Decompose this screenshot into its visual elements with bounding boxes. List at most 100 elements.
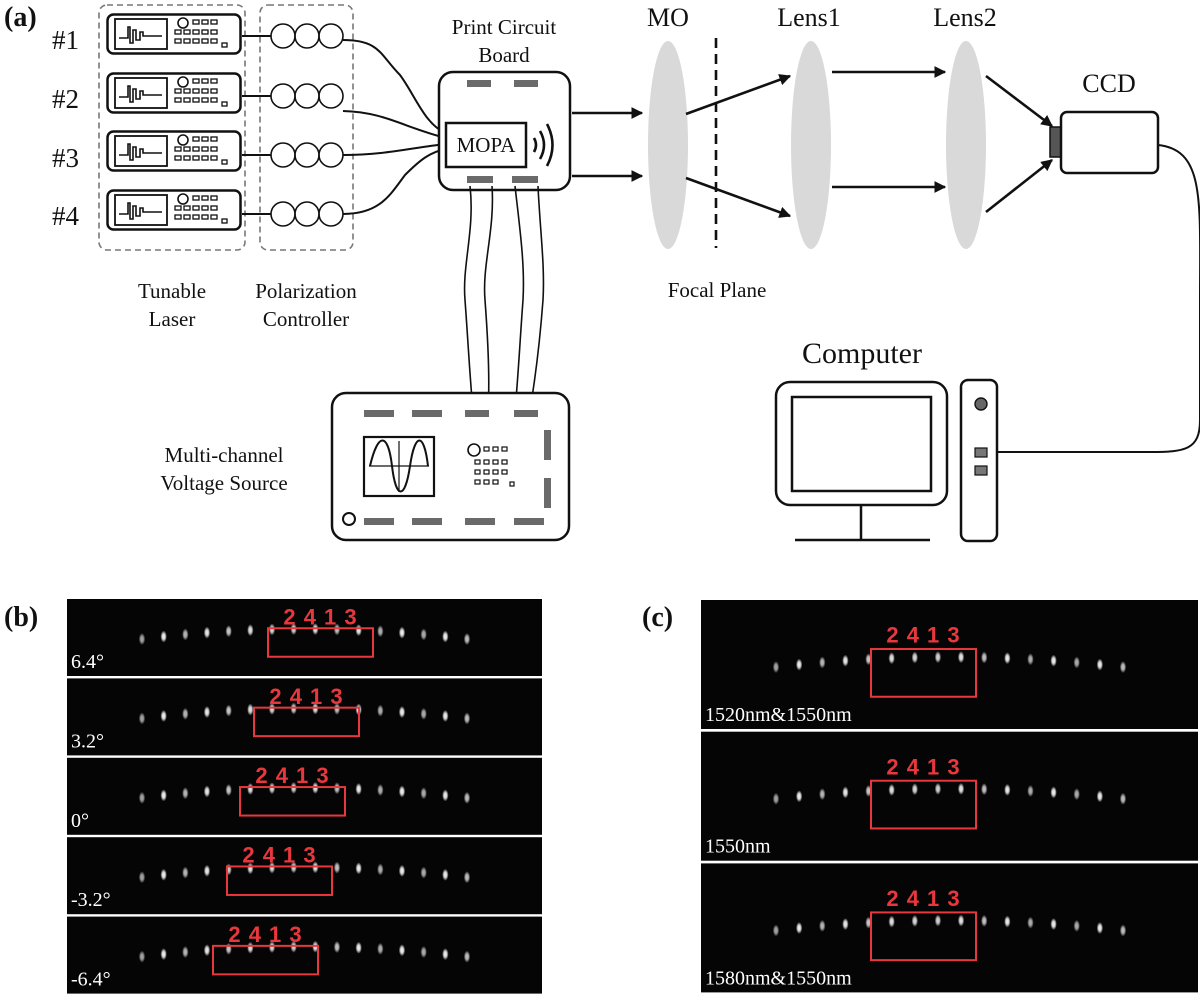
diffraction-spot [1096, 921, 1104, 934]
diffraction-spot [957, 914, 965, 927]
diffraction-spot [398, 944, 406, 957]
strip-background [67, 678, 542, 756]
diffraction-spot [1004, 915, 1011, 928]
strip-label: 3.2° [71, 730, 104, 752]
sequence-label: 2 4 1 3 [886, 886, 960, 911]
diffraction-spot [247, 782, 254, 795]
voltage-source-pads [364, 410, 551, 525]
diffraction-spot [247, 624, 254, 637]
diffraction-spot [182, 946, 189, 959]
diffraction-spot [1004, 652, 1011, 665]
diffraction-spot [981, 914, 988, 927]
strip-b0: 2 4 1 36.4° [67, 599, 542, 676]
strip-label: 0° [71, 810, 89, 832]
diffraction-spot [333, 861, 341, 874]
diffraction-spot [333, 702, 341, 715]
diffraction-spot [1073, 788, 1080, 801]
diffraction-spot [442, 948, 449, 961]
diffraction-spot [203, 785, 211, 798]
diffraction-spot [247, 941, 254, 954]
diffraction-spot [138, 633, 146, 646]
ccd-cable [983, 144, 1200, 453]
strip-c2: 2 4 1 3 1580nm&1550nm [701, 863, 1198, 993]
polarization-coils-icon [270, 23, 344, 227]
diffraction-spot [795, 921, 803, 934]
microscope-objective-lens [648, 41, 688, 249]
tower-power-button-icon [974, 397, 988, 411]
diffraction-spot [377, 625, 384, 638]
diffraction-spot [463, 950, 471, 963]
highlight-box [870, 911, 977, 962]
diffraction-spot [420, 946, 427, 959]
diffraction-spot [420, 707, 427, 720]
tunable-laser-label-line1: Tunable [138, 279, 206, 303]
diffraction-spot [463, 791, 471, 804]
diffraction-spot [957, 651, 965, 664]
highlight-box [870, 779, 977, 830]
panel-a-tag: (a) [4, 2, 37, 33]
focal-plane-label: Focal Plane [668, 278, 767, 302]
diffraction-spot [398, 706, 406, 719]
strip-label: 1580nm&1550nm [705, 967, 852, 989]
strip-label: 1550nm [705, 836, 771, 858]
diffraction-spot [1027, 784, 1034, 797]
channel-label-3: #3 [52, 143, 79, 173]
diffraction-spot [160, 948, 167, 961]
diffraction-spot [333, 782, 341, 795]
strip-background [67, 757, 542, 835]
diffraction-spot [160, 709, 167, 722]
diffraction-spot [138, 871, 146, 884]
diffraction-spot [819, 788, 826, 801]
diffraction-spot [268, 941, 276, 954]
diffraction-spot [442, 789, 449, 802]
diffraction-spot [138, 791, 146, 804]
diffraction-spot [934, 651, 942, 664]
diffraction-spot [981, 651, 988, 664]
diffraction-spot [160, 789, 167, 802]
strip-background [701, 863, 1198, 993]
diffraction-spot [1050, 918, 1057, 931]
lens1-label: Lens1 [777, 3, 841, 32]
diffraction-spot [888, 915, 895, 928]
highlight-box [253, 706, 360, 738]
diffraction-spot [355, 782, 362, 795]
diffraction-spot [842, 654, 849, 667]
diffraction-spot [138, 950, 146, 963]
power-led-icon [342, 512, 356, 526]
diffraction-spot [911, 783, 918, 796]
tunable-laser-group [98, 4, 246, 251]
diffraction-spot [398, 626, 406, 639]
diffraction-spot [268, 623, 276, 636]
diffraction-spot [225, 704, 232, 717]
polarization-label-line2: Controller [263, 307, 349, 331]
diffraction-spot [819, 919, 826, 932]
sine-wave-icon [369, 439, 429, 493]
pcb-pad [467, 176, 493, 183]
diffraction-spot [203, 944, 211, 957]
mo-label: MO [647, 3, 689, 32]
diffraction-spot [398, 864, 406, 877]
diffraction-spot [1050, 786, 1057, 799]
diffraction-spot [182, 707, 189, 720]
diffraction-spot [398, 785, 406, 798]
diffraction-spot [377, 863, 384, 876]
highlight-box [267, 627, 374, 658]
strip-b1: 2 4 1 33.2° [67, 678, 542, 756]
pcb-label-line1: Print Circuit [452, 15, 557, 39]
sequence-label: 2 4 1 3 [886, 623, 960, 648]
tunable-laser-3-icon [106, 130, 242, 172]
voltage-source [330, 391, 571, 542]
lens2 [946, 41, 986, 249]
tunable-laser-2-icon [106, 72, 242, 114]
diffraction-spot [203, 706, 211, 719]
knob-icon [467, 443, 481, 457]
diffraction-spot [182, 787, 189, 800]
strip-background [67, 599, 542, 676]
diffraction-spot [333, 941, 341, 954]
diffraction-spot [1073, 656, 1080, 669]
input-fibers [242, 35, 447, 215]
mopa-chip [444, 121, 528, 169]
diffraction-spot [888, 652, 895, 665]
